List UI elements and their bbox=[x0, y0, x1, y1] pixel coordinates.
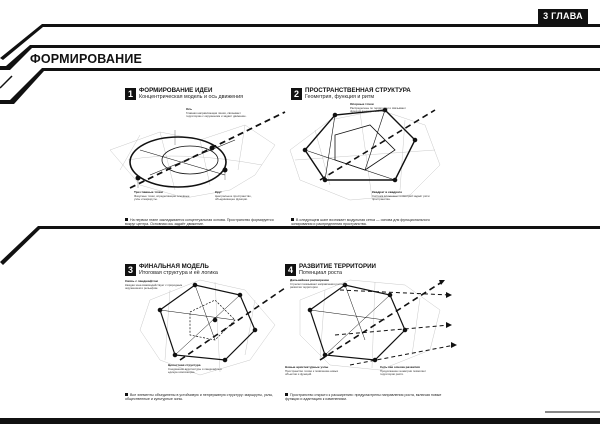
panel-2-annotation: Квадрат в квадрате Система вложенных гео… bbox=[372, 190, 432, 201]
panel-3-number: 3 bbox=[125, 264, 136, 276]
mid-separator bbox=[0, 226, 600, 265]
annotation-text: Соединение архитектуры и ландшафта в еди… bbox=[168, 366, 222, 374]
panel-2-annotation: Опорные точки Распределены по территории… bbox=[350, 102, 412, 113]
annotation-title: Опорные точки bbox=[350, 102, 374, 106]
annotation-text: Распределены по территории и связывают ф… bbox=[350, 105, 406, 113]
page-title: ФОРМИРОВАНИЕ bbox=[30, 52, 143, 66]
diagram-4 bbox=[299, 279, 457, 371]
header-stripe-mid bbox=[0, 45, 600, 70]
panel-4-annotation: Новые архитектурные узлы Пространство го… bbox=[285, 365, 343, 376]
panel-3-subtitle: Итоговая структура и её логика bbox=[139, 270, 218, 276]
panel-3-title: ФИНАЛЬНАЯ МОДЕЛЬ bbox=[139, 263, 209, 270]
panel-1-subtitle: Концентрическая модель и ось движения bbox=[139, 94, 244, 100]
panel-3-description: Все элементы объединены в устойчивую и н… bbox=[125, 393, 275, 402]
panel-4-annotation: Сеть как основа развития Продолжение гео… bbox=[380, 365, 440, 376]
panel-1-number: 1 bbox=[125, 88, 136, 100]
annotation-text: Каждая зона взаимодействует с природным … bbox=[125, 282, 183, 290]
panel-2-subtitle: Геометрия, функция и ритм bbox=[305, 94, 375, 100]
panel-4-subtitle: Потенциал роста bbox=[299, 270, 342, 276]
annotation-title: Целостная структура bbox=[168, 363, 201, 367]
annotation-text: Центральное пространство, объединяющее ф… bbox=[215, 193, 252, 201]
panel-1-annotation: Круг Центральное пространство, объединяю… bbox=[215, 190, 267, 201]
panel-3-annotation: Связь с ландшафтом Каждая зона взаимодей… bbox=[125, 279, 183, 290]
bullet-square-icon bbox=[291, 218, 294, 222]
panel-1-title: ФОРМИРОВАНИЕ ИДЕИ bbox=[139, 87, 213, 94]
diagram-2 bbox=[289, 107, 441, 201]
panel-1-annotation: Три главные точки Фокусные точки, опреде… bbox=[134, 190, 192, 201]
panel-1-annotation: Ось Главная направляющая линия, связывае… bbox=[186, 107, 256, 118]
annotation-text: Главная направляющая линия, связывает те… bbox=[186, 110, 247, 118]
bullet-square-icon bbox=[125, 218, 128, 222]
description-text: Пространство открыто к расширению: преду… bbox=[285, 393, 442, 402]
bullet-square-icon bbox=[125, 393, 128, 397]
annotation-title: Круг bbox=[215, 190, 222, 194]
annotation-text: Пространство готово к появлению новых об… bbox=[285, 368, 339, 376]
panel-4-annotation: Дальнейшее расширение Стрелки показывают… bbox=[290, 278, 348, 289]
annotation-title: Квадрат в квадрате bbox=[372, 190, 403, 194]
diagram-3 bbox=[139, 279, 286, 376]
panel-4-description: Пространство открыто к расширению: преду… bbox=[285, 393, 445, 402]
annotation-title: Связь с ландшафтом bbox=[125, 279, 158, 283]
annotation-text: Система вложенных геометрий задаёт ритм … bbox=[372, 193, 430, 201]
description-text: На первом этапе закладывается концептуал… bbox=[125, 218, 274, 227]
annotation-text: Продолжение геометрии позволяет территор… bbox=[380, 368, 427, 376]
panel-4-title: РАЗВИТИЕ ТЕРРИТОРИИ bbox=[299, 263, 376, 270]
description-text: В следующем шаге возникает модульная сет… bbox=[291, 218, 430, 227]
panel-2-title: ПРОСТРАНСТВЕННАЯ СТРУКТУРА bbox=[305, 87, 411, 94]
annotation-title: Дальнейшее расширение bbox=[290, 278, 330, 282]
panel-2-number: 2 bbox=[291, 88, 302, 100]
diagram-1 bbox=[109, 111, 286, 199]
footer-bar bbox=[0, 418, 600, 424]
panel-1-description: На первом этапе закладывается концептуал… bbox=[125, 218, 275, 227]
chapter-badge: 3 ГЛАВА bbox=[538, 9, 588, 24]
annotation-text: Стрелки показывают направления роста и р… bbox=[290, 281, 346, 289]
annotation-title: Ось bbox=[186, 107, 193, 111]
panel-4-number: 4 bbox=[285, 264, 296, 276]
panel-3-annotation: Целостная структура Соединение архитекту… bbox=[168, 363, 230, 374]
annotation-title: Три главные точки bbox=[134, 190, 163, 194]
annotation-title: Новые архитектурные узлы bbox=[285, 365, 329, 369]
bullet-square-icon bbox=[285, 393, 288, 397]
annotation-text: Фокусные точки, определяющие основные уз… bbox=[134, 193, 190, 201]
panel-2-description: В следующем шаге возникает модульная сет… bbox=[291, 218, 443, 227]
annotation-title: Сеть как основа развития bbox=[380, 365, 420, 369]
description-text: Все элементы объединены в устойчивую и н… bbox=[125, 393, 274, 402]
